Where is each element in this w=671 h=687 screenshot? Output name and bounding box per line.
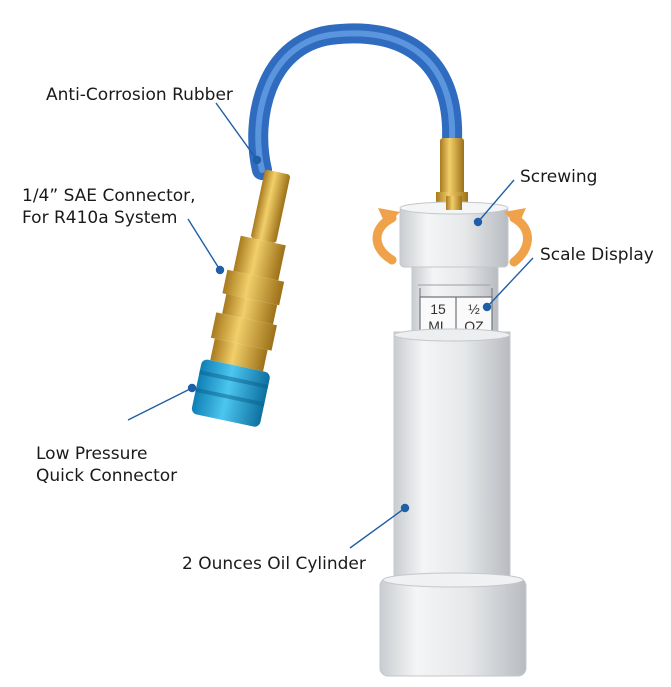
- quick-connector: [191, 359, 270, 427]
- rotate-arrow-left-icon: [372, 213, 397, 265]
- callout-screwing: Screwing: [520, 166, 597, 188]
- callout-sae-line2: For R410a System: [22, 208, 178, 228]
- callout-anti-corrosion-text: Anti-Corrosion Rubber: [46, 85, 233, 105]
- callout-scale-display: Scale Display: [540, 244, 654, 266]
- leader-scale: [486, 257, 534, 308]
- callout-sae-line1: 1/4” SAE Connector,: [22, 186, 196, 206]
- leader-low-pressure: [127, 387, 193, 421]
- callout-scale-display-text: Scale Display: [540, 245, 654, 265]
- callout-screwing-text: Screwing: [520, 167, 598, 187]
- leader-oil-cylinder: [349, 507, 406, 549]
- callout-oil-cylinder: 2 Ounces Oil Cylinder: [182, 553, 366, 575]
- callout-low-pressure-line2: Quick Connector: [36, 466, 178, 486]
- callout-low-pressure-connector: Low Pressure Quick Connector: [36, 443, 177, 487]
- callout-sae-connector: 1/4” SAE Connector, For R410a System: [22, 185, 196, 229]
- hose-highlight: [255, 30, 456, 173]
- bottom-cap: [379, 577, 527, 677]
- leader-anti-corrosion: [215, 102, 258, 161]
- scale-ml-value: 15: [430, 301, 446, 317]
- callout-oil-cylinder-text: 2 Ounces Oil Cylinder: [182, 554, 366, 574]
- leader-screwing: [477, 179, 515, 223]
- right-brass-fitting: [440, 138, 464, 196]
- scale-oz-value: ½: [468, 301, 480, 317]
- rotate-arrow-right-icon: [509, 213, 532, 267]
- callout-low-pressure-line1: Low Pressure: [36, 444, 148, 464]
- leader-sae: [187, 218, 221, 271]
- screw-cap: [399, 206, 509, 268]
- oil-cylinder-body: [393, 331, 511, 578]
- callout-anti-corrosion-rubber: Anti-Corrosion Rubber: [46, 84, 233, 106]
- left-brass-fitting: [210, 169, 290, 372]
